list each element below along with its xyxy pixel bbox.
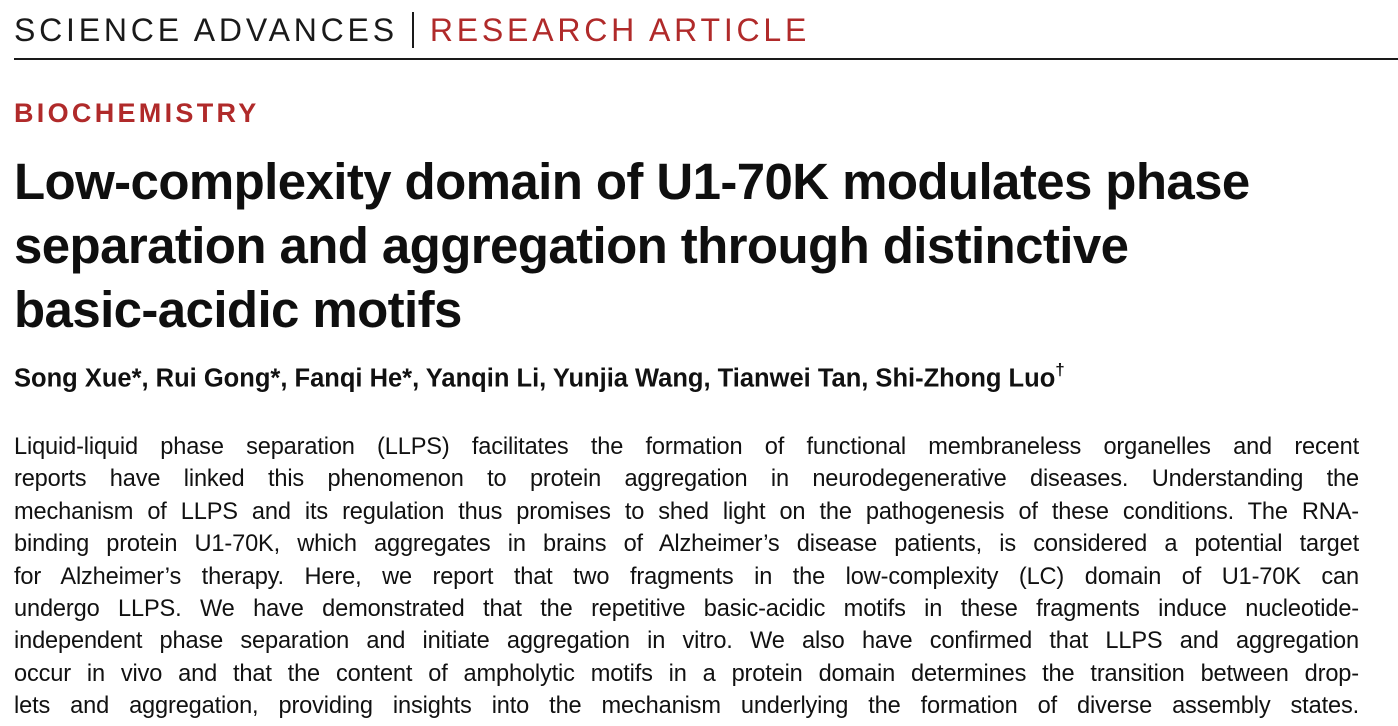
article-type: RESEARCH ARTICLE: [429, 11, 811, 48]
abstract-line: independent phase separation and initiat…: [14, 628, 1359, 655]
abstract-line: mechanism of LLPS and its regulation thu…: [14, 498, 1359, 525]
abstract-line: undergo LLPS. We have demonstrated that …: [14, 595, 1359, 622]
section-label: BIOCHEMISTRY: [14, 98, 260, 128]
title-line: basic-acidic motifs: [14, 281, 462, 338]
title-line: Low-complexity domain of U1-70K modulate…: [14, 153, 1250, 210]
abstract-line: binding protein U1-70K, which aggregates…: [14, 531, 1359, 558]
journal-masthead: SCIENCE ADVANCES RESEARCH ARTICLE: [14, 8, 810, 52]
abstract-line: occur in vivo and that the content of am…: [14, 660, 1359, 687]
article-title: Low-complexity domain of U1-70K modulate…: [14, 150, 1384, 342]
abstract-line: Liquid-liquid phase separation (LLPS) fa…: [14, 434, 1359, 460]
abstract-line: for Alzheimer’s therapy. Here, we report…: [14, 563, 1359, 590]
author-names: Song Xue*, Rui Gong*, Fanqi He*, Yanqin …: [14, 364, 1056, 393]
title-line: separation and aggregation through disti…: [14, 217, 1129, 274]
masthead-separator: [411, 12, 414, 48]
author-list: Song Xue*, Rui Gong*, Fanqi He*, Yanqin …: [14, 360, 1065, 394]
journal-name: SCIENCE ADVANCES: [14, 11, 398, 48]
corresponding-author-mark: †: [1055, 360, 1065, 379]
abstract-line: lets and aggregation, providing insights…: [14, 693, 1359, 720]
abstract-line: reports have linked this phenomenon to p…: [14, 466, 1359, 493]
abstract: Liquid-liquid phase separation (LLPS) fa…: [14, 431, 1359, 723]
header-rule: [14, 58, 1398, 60]
